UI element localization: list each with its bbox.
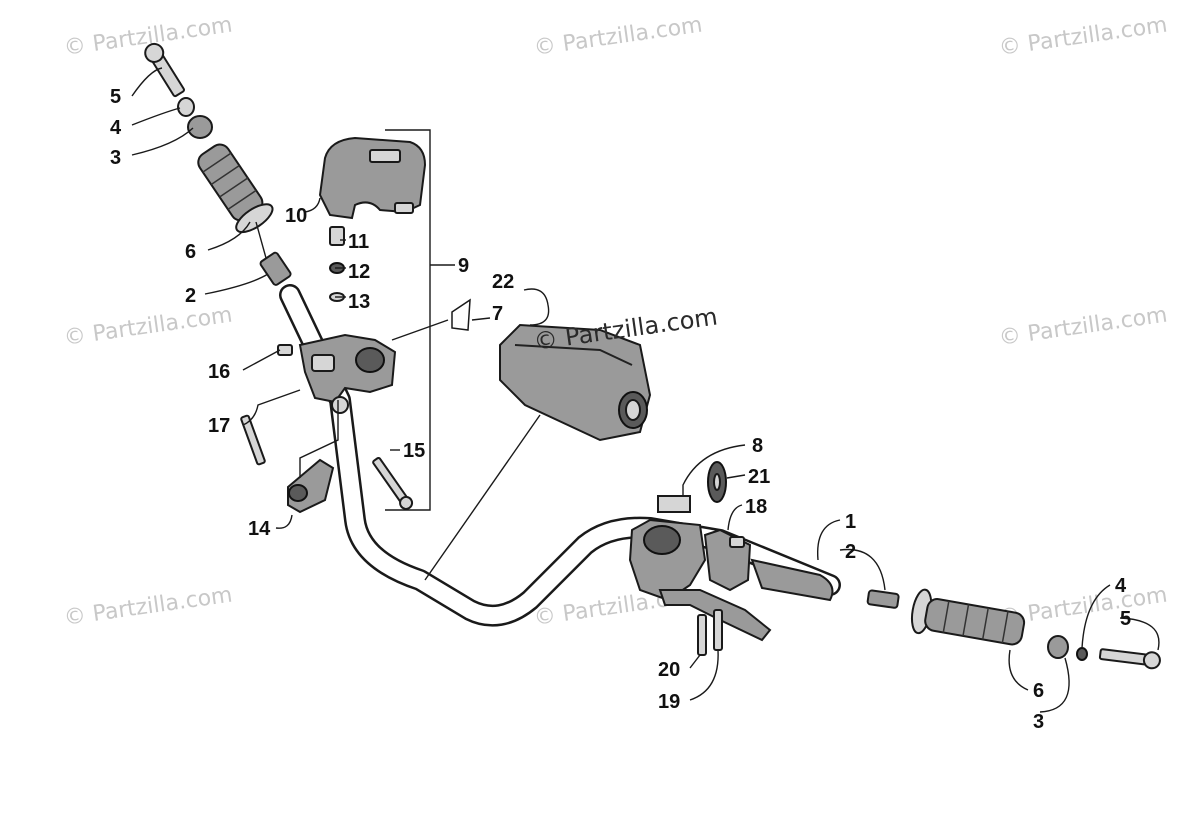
callout-2-left: 2 (185, 285, 196, 307)
left-grip-assembly (144, 42, 292, 286)
screw-15 (372, 457, 414, 510)
callout-19: 19 (658, 691, 680, 713)
callout-1: 1 (845, 511, 856, 533)
right-grip-assembly (750, 558, 1161, 670)
right-brake-assembly (628, 461, 772, 656)
callout-21: 21 (748, 466, 770, 488)
left-bolt (144, 42, 185, 98)
callout-3-right: 3 (1033, 711, 1044, 733)
watermark-top-right: © Partzilla.com (997, 13, 1169, 61)
leader-lines (131, 67, 1160, 713)
left-control-block (240, 298, 471, 514)
right-bolt (1098, 648, 1161, 670)
callout-labels: 5 4 3 6 2 10 11 12 13 9 22 7 16 17 15 14… (110, 86, 1131, 733)
right-end-cap (1047, 635, 1069, 659)
callout-14: 14 (248, 518, 271, 540)
hand-guard-22 (499, 323, 652, 442)
screw-17 (240, 414, 266, 466)
callout-16: 16 (208, 361, 230, 383)
callout-12: 12 (348, 261, 370, 283)
left-end-cap (187, 115, 213, 139)
callout-6-right: 6 (1033, 680, 1044, 702)
watermark-mid-left: © Partzilla.com (62, 303, 234, 351)
callout-17: 17 (208, 415, 230, 437)
callout-18: 18 (745, 496, 767, 518)
switch-housing-group (318, 129, 431, 511)
callout-20: 20 (658, 659, 680, 681)
left-grip (197, 143, 274, 234)
callout-15: 15 (403, 440, 425, 462)
watermark-top-center: © Partzilla.com (532, 13, 704, 61)
callout-10: 10 (285, 205, 307, 227)
callout-9: 9 (458, 255, 469, 277)
callout-4-right: 4 (1115, 575, 1127, 597)
decal-7 (451, 298, 471, 331)
screws-19-20 (697, 609, 723, 656)
watermark-bottom-left: © Partzilla.com (62, 583, 234, 631)
bracket-9 (385, 129, 431, 511)
callout-11: 11 (348, 231, 369, 253)
callout-6-left: 6 (185, 241, 196, 263)
left-throttle-sleeve (259, 251, 292, 286)
callout-3-left: 3 (110, 147, 121, 169)
left-washer (177, 97, 195, 117)
right-sleeve (866, 589, 900, 609)
decal-8 (657, 495, 691, 513)
callout-8: 8 (752, 435, 763, 457)
callout-4-left: 4 (110, 117, 122, 139)
callout-13: 13 (348, 291, 370, 313)
right-grip (910, 588, 1026, 646)
throttle-tube (750, 558, 834, 602)
watermark-mid-right: © Partzilla.com (997, 303, 1169, 351)
handlebar-tube (279, 284, 841, 627)
screw-16 (277, 344, 293, 356)
right-washer (1076, 647, 1088, 661)
callout-5-right: 5 (1120, 608, 1131, 630)
callout-5-left: 5 (110, 86, 121, 108)
callout-7: 7 (492, 303, 503, 325)
callout-22: 22 (492, 271, 514, 293)
screw-11 (329, 226, 345, 246)
callout-2-right: 2 (845, 541, 856, 563)
